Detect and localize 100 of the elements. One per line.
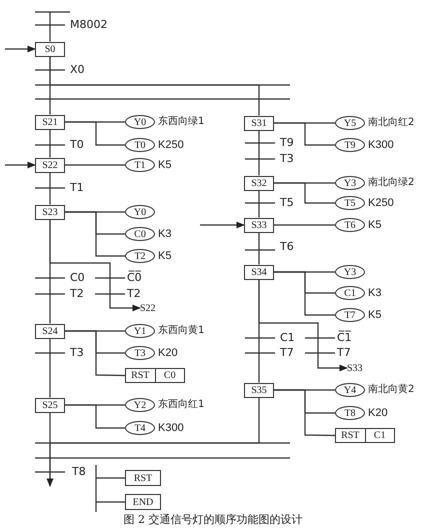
step-box: S22 <box>35 158 65 172</box>
setting-label: K5 <box>158 159 172 171</box>
connector-line <box>49 56 260 116</box>
connector-line <box>49 130 51 158</box>
arrow <box>5 162 36 168</box>
lamp-label: 南北向黄2 <box>368 384 414 396</box>
setting-label: K3 <box>158 228 172 240</box>
output-ellipse: T4 <box>125 421 155 435</box>
connector-line <box>65 404 125 429</box>
instruction-box <box>335 428 395 443</box>
setting-label: K250 <box>368 197 394 209</box>
setting-label: K20 <box>158 347 178 359</box>
arrow <box>5 46 36 52</box>
transition-label: X0 <box>70 64 85 76</box>
transition-label: M8002 <box>70 19 108 31</box>
output-ellipse: T2 <box>125 249 155 263</box>
setting-label: K300 <box>368 139 394 151</box>
output-ellipse: T9 <box>335 138 365 152</box>
output-ellipse: Y0 <box>125 205 155 219</box>
transition-label: T3 <box>70 347 84 359</box>
connector-line <box>258 130 260 176</box>
connector-line <box>258 280 260 382</box>
output-ellipse: Y4 <box>335 383 365 397</box>
arrow <box>46 398 260 487</box>
transition-label: T7 <box>337 347 351 359</box>
jump-label: S22 <box>140 301 156 315</box>
output-ellipse: Y3 <box>335 265 365 279</box>
transition-label: C̅0̅ <box>127 272 142 284</box>
lamp-label: 南北向红2 <box>368 117 414 129</box>
transition-label: T6 <box>280 241 294 253</box>
connector-line <box>96 477 125 479</box>
transition-label: C0 <box>70 272 85 284</box>
output-ellipse: Y2 <box>125 398 155 412</box>
connector-line <box>49 172 51 204</box>
transition-label: T8 <box>72 466 86 478</box>
setting-label: K3 <box>368 287 382 299</box>
setting-label: K250 <box>158 139 184 151</box>
transition-label: T3 <box>280 153 294 165</box>
jump-label: S33 <box>347 361 363 375</box>
step-box: S24 <box>35 324 65 338</box>
instruction-text: C1 <box>364 429 394 442</box>
output-ellipse: Y0 <box>125 115 155 129</box>
connector-line <box>274 271 335 316</box>
transition-label: T9 <box>280 137 294 149</box>
connector-line <box>65 164 125 166</box>
lamp-label: 东西向红1 <box>158 399 204 411</box>
step-box: S32 <box>244 176 274 190</box>
lamp-label: 东西向黄1 <box>158 325 204 337</box>
step-box: S23 <box>35 204 65 220</box>
output-ellipse: C0 <box>125 227 155 241</box>
setting-label: K5 <box>158 250 172 262</box>
output-ellipse: T6 <box>335 218 365 232</box>
output-ellipse: T5 <box>335 196 365 210</box>
step-box: S25 <box>35 398 65 412</box>
step-box: S0 <box>35 42 65 56</box>
output-ellipse: T1 <box>125 158 155 172</box>
caption: 图 2 交通信号灯的顺序功能图的设计 <box>122 512 304 527</box>
connector-line <box>65 121 125 146</box>
step-box: S34 <box>244 264 274 280</box>
transition-label: T0 <box>70 139 84 151</box>
output-ellipse: Y3 <box>335 176 365 190</box>
transition-label: T7 <box>280 347 294 359</box>
step-box: S33 <box>244 218 274 232</box>
connector-line <box>274 224 335 226</box>
transition-label: C̅1̅ <box>337 332 352 344</box>
connector-line <box>65 330 126 376</box>
connector-line <box>258 232 260 264</box>
lamp-label: 南北向绿2 <box>368 177 414 189</box>
output-ellipse: T7 <box>335 308 365 322</box>
step-box: S35 <box>244 382 274 398</box>
instruction-box: RST <box>125 470 161 486</box>
setting-label: K20 <box>368 407 388 419</box>
instruction-box: END <box>125 494 161 510</box>
connector-line <box>49 220 51 324</box>
connector-line <box>96 501 125 503</box>
arrow <box>200 222 245 228</box>
transition-label: T5 <box>280 197 294 209</box>
transition-label: T2 <box>127 288 141 300</box>
output-ellipse: Y5 <box>335 116 365 130</box>
step-box: S21 <box>35 114 65 130</box>
lamp-label: 东西向绿1 <box>158 116 204 128</box>
connector-line <box>274 122 335 146</box>
output-ellipse: T8 <box>335 406 365 420</box>
output-ellipse: T3 <box>125 346 155 360</box>
output-ellipse: C1 <box>335 286 365 300</box>
instruction-box <box>125 368 185 383</box>
transition-label: T2 <box>70 288 84 300</box>
step-box: S31 <box>244 116 274 130</box>
connector-line <box>274 182 335 204</box>
instruction-text: C0 <box>154 369 184 382</box>
instruction-text: RST <box>130 369 150 382</box>
connector-line <box>274 389 336 436</box>
setting-label: K5 <box>368 309 382 321</box>
output-ellipse: Y1 <box>125 324 155 338</box>
output-ellipse: T0 <box>125 138 155 152</box>
connector-line <box>49 338 51 398</box>
instruction-text: RST <box>340 429 360 442</box>
connector-line <box>65 211 125 257</box>
setting-label: K5 <box>368 219 382 231</box>
transition-label: C1 <box>280 332 295 344</box>
